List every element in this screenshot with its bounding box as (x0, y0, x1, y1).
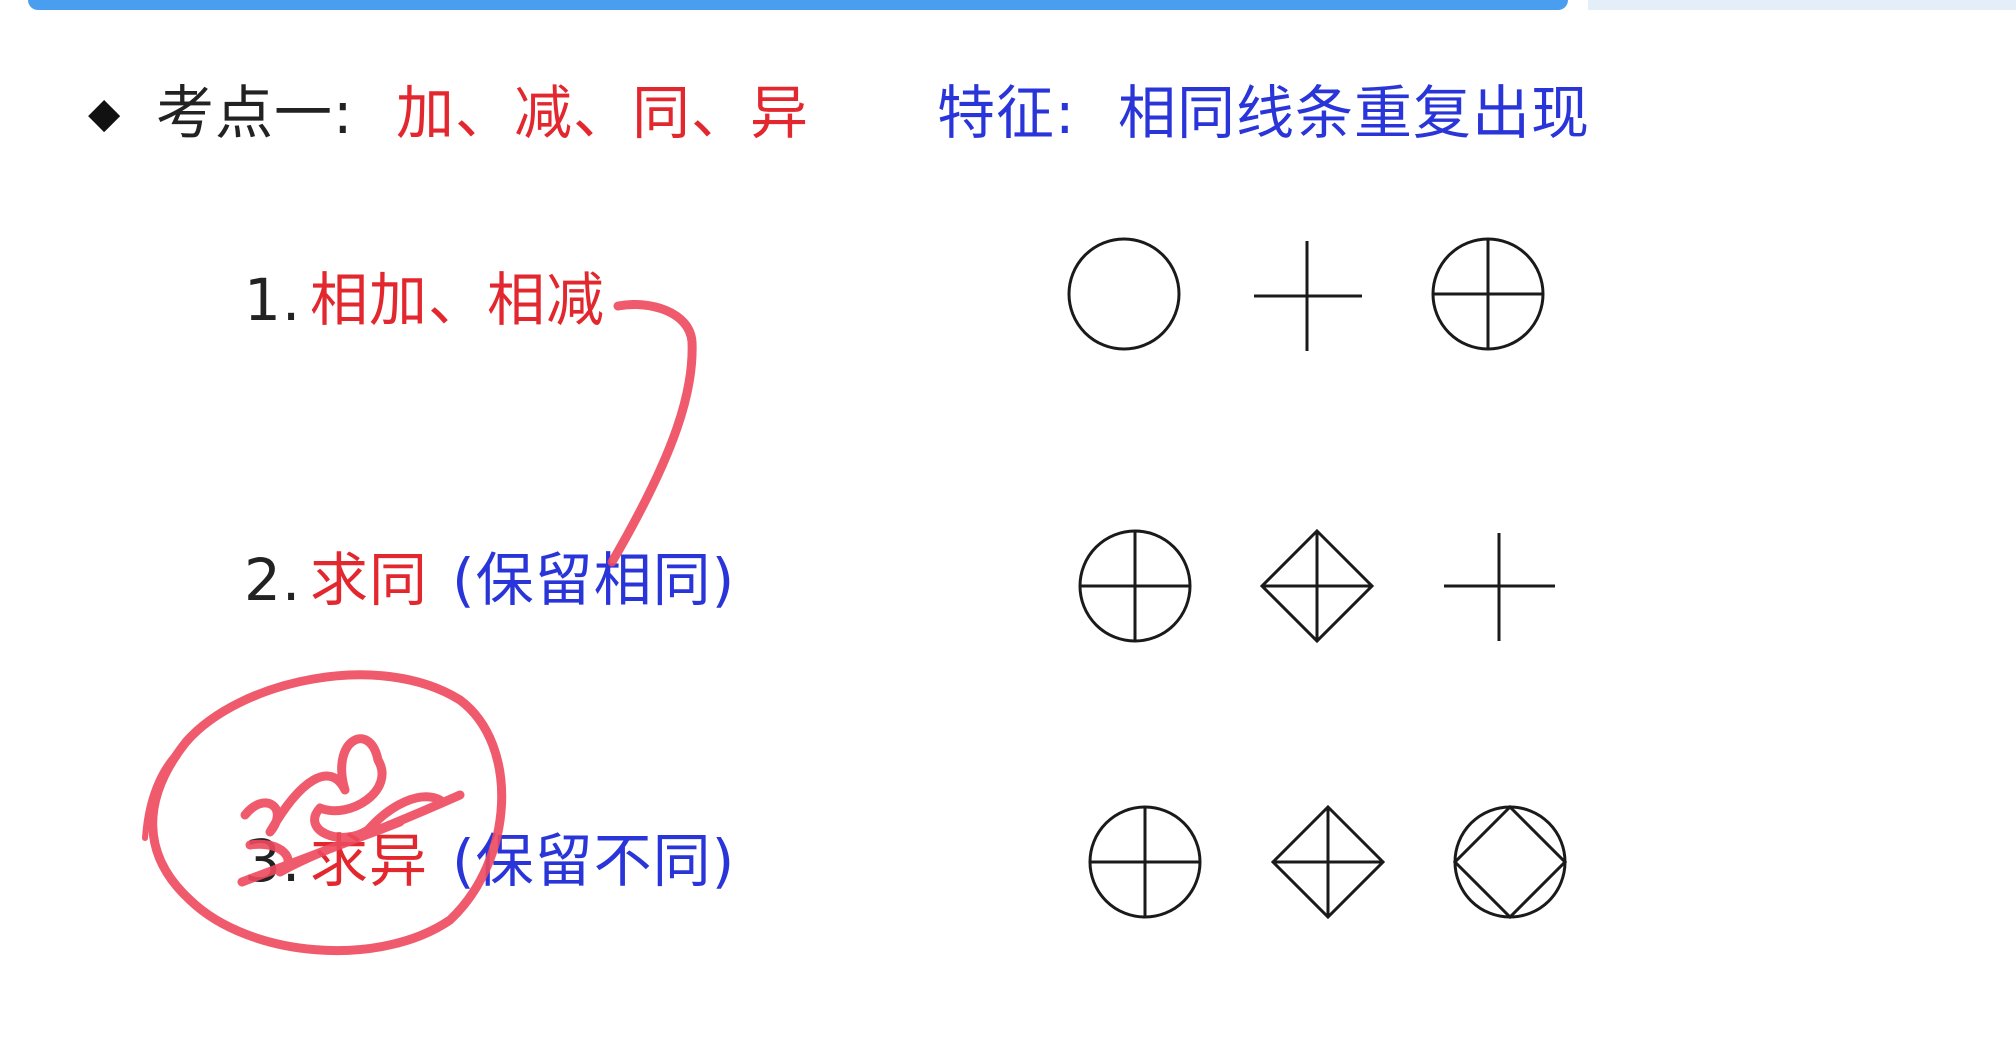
scribble-stroke (237, 734, 465, 887)
item-1-number: 1. (244, 266, 302, 334)
top-secondary-bar (1588, 0, 2016, 10)
curved-arrow-stroke (607, 300, 697, 567)
circle-stroke (148, 670, 507, 956)
circle-diamond-icon (1452, 804, 1568, 920)
circle-cross-icon (1431, 237, 1545, 351)
item-2-note: (保留相同) (452, 546, 736, 614)
heading-topics: 加、减、同、异 (396, 79, 810, 147)
item-2-title: 求同 (310, 546, 429, 614)
feature-text: 相同线条重复出现 (1118, 79, 1591, 147)
circle-cross-icon (1088, 805, 1202, 919)
top-accent-bar (28, 0, 1568, 10)
small-tick-stroke (142, 745, 185, 841)
cross-icon (1444, 533, 1555, 641)
diamond-bullet-icon: ◆ (88, 88, 121, 137)
diamond-cross-icon (1259, 528, 1375, 644)
item-1-title: 相加、相减 (310, 266, 606, 334)
heading-label: 考点一: (156, 79, 354, 147)
circle-icon (1067, 237, 1181, 351)
feature-label: 特征: (937, 79, 1076, 147)
item-2-number: 2. (244, 546, 302, 614)
diamond-cross-icon (1270, 804, 1386, 920)
cross-icon (1254, 241, 1362, 351)
circle-cross-icon (1078, 529, 1192, 643)
